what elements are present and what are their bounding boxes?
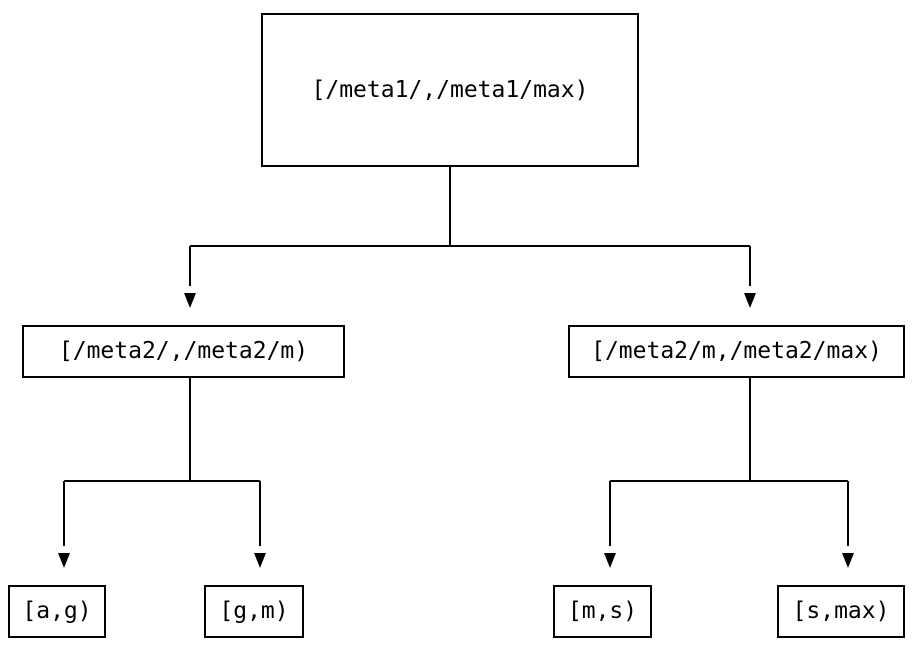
node-label: [a,g)	[22, 598, 92, 624]
arrowhead-to-leaf-ag	[58, 553, 70, 568]
node-meta2-high-range: [/meta2/m,/meta2/max)	[568, 325, 905, 378]
node-leaf-s-max: [s,max)	[777, 585, 905, 638]
node-label: [g,m)	[219, 598, 289, 624]
node-leaf-g-m: [g,m)	[204, 585, 304, 638]
node-leaf-m-s: [m,s)	[553, 585, 652, 638]
node-meta2-low-range: [/meta2/,/meta2/m)	[22, 325, 345, 378]
arrowhead-to-leaf-gm	[254, 553, 266, 568]
node-leaf-a-g: [a,g)	[8, 585, 106, 638]
node-label: [/meta1/,/meta1/max)	[311, 76, 589, 103]
arrowhead-to-leaf-ms	[604, 553, 616, 568]
arrowhead-to-left-node	[184, 293, 196, 308]
node-meta1-range: [/meta1/,/meta1/max)	[261, 13, 639, 167]
node-label: [/meta2/,/meta2/m)	[58, 338, 309, 364]
arrowhead-to-leaf-smax	[842, 553, 854, 568]
node-label: [s,max)	[792, 598, 890, 624]
arrowhead-to-right-node	[744, 293, 756, 308]
node-label: [m,s)	[567, 598, 638, 624]
node-label: [/meta2/m,/meta2/max)	[591, 338, 882, 364]
